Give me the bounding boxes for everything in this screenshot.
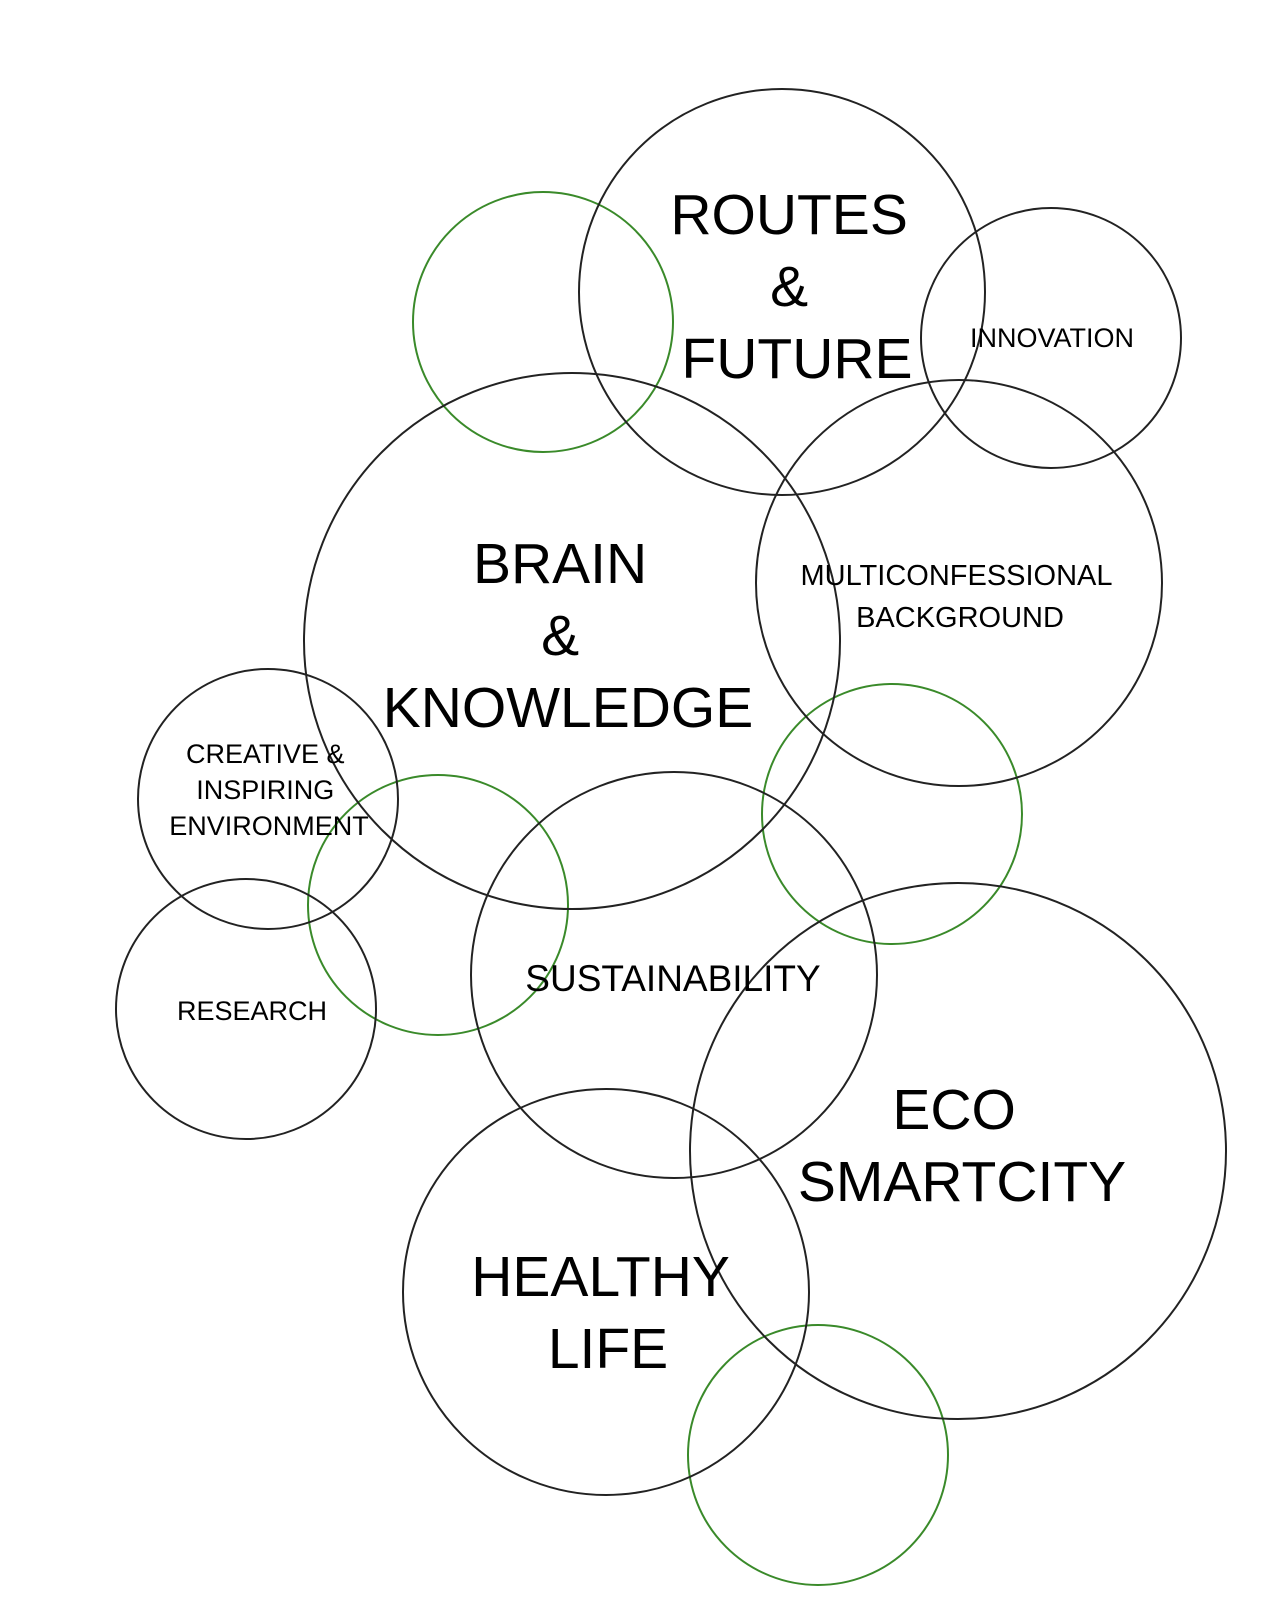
green-ring-left-middle (307, 774, 569, 1036)
label-brain-knowledge: BRAIN & KNOWLEDGE (383, 532, 754, 740)
circle-research (115, 878, 377, 1140)
circle-sustainability (470, 771, 878, 1179)
label-creative: CREATIVE & INSPIRING ENVIRONMENT (169, 739, 369, 841)
green-ring-right-middle (761, 683, 1023, 945)
circle-routes-future (578, 88, 986, 496)
circle-multiconfessional (755, 379, 1163, 787)
label-sustainability: SUSTAINABILITY (525, 958, 820, 999)
circle-eco-smartcity (689, 882, 1227, 1420)
green-ring-top-left (412, 191, 674, 453)
circle-healthy-life (402, 1088, 810, 1496)
label-routes-future: ROUTES & FUTURE (670, 183, 923, 391)
label-innovation: INNOVATION (970, 323, 1134, 353)
circle-creative (137, 668, 399, 930)
circle-innovation (920, 207, 1182, 469)
circle-brain-knowledge (303, 372, 841, 910)
label-eco-smartcity: ECO SMARTCITY (798, 1078, 1126, 1214)
green-ring-bottom (687, 1324, 949, 1586)
label-healthy-life: HEALTHY LIFE (471, 1245, 745, 1381)
label-research: RESEARCH (177, 996, 327, 1026)
label-multiconfessional: MULTICONFESSIONAL BACKGROUND (800, 560, 1119, 634)
